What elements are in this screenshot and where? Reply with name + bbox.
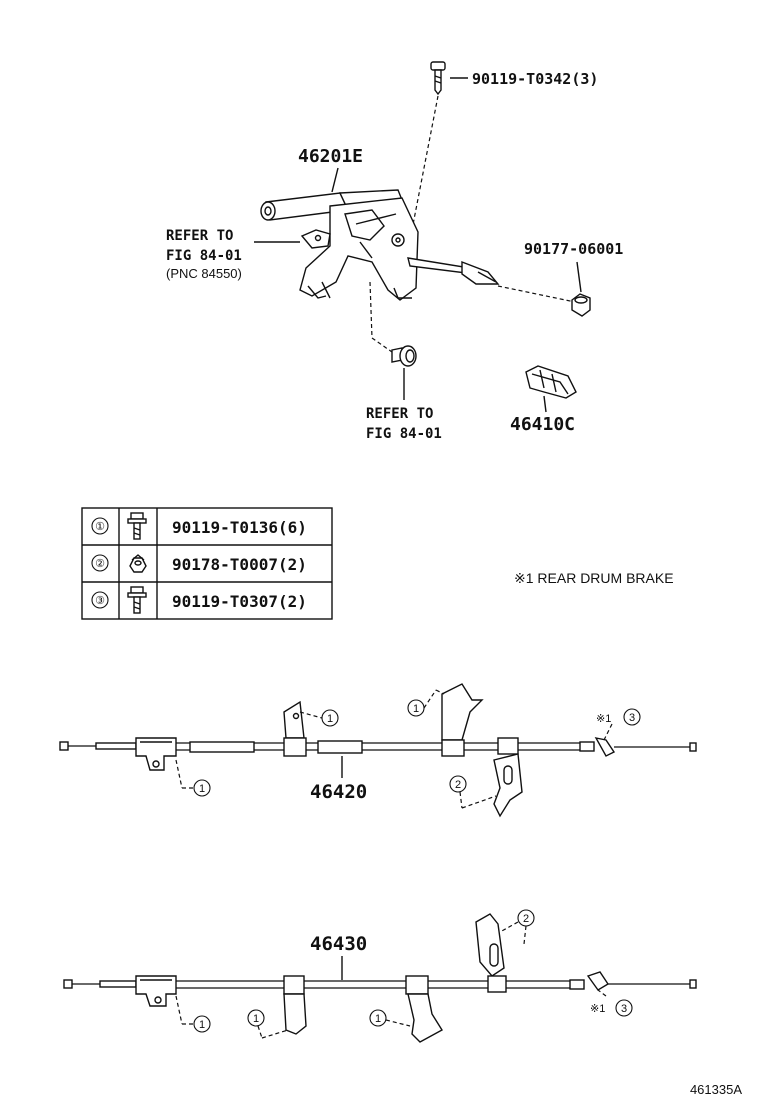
callout-1: 1 [327,713,333,725]
label-bolt-top: 90119-T0342(3) [472,70,598,88]
label-cable-rear: 46430 [310,933,367,955]
callout-1: 1 [253,1013,259,1025]
label-refer-bottom-2: FIG 84-01 [366,426,442,442]
label-refer-top-2: FIG 84-01 [166,248,242,264]
callout-star-1: ※1 [590,1003,605,1015]
label-refer-top-3: (PNC 84550) [166,266,242,281]
table-part-2: 90178-T0007(2) [172,555,307,574]
note-rear-drum: ※1 REAR DRUM BRAKE [514,570,674,586]
callout-1: 1 [199,783,205,795]
label-refer-top-1: REFER TO [166,228,233,244]
callout-1: 1 [375,1013,381,1025]
parking-brake-lever [260,189,500,301]
callout-3: 3 [629,712,635,724]
label-refer-bottom-1: REFER TO [366,406,433,422]
callout-2: 2 [455,779,461,791]
cable-clamp [525,365,577,399]
callout-2: 2 [523,913,529,925]
table-ref-3: ③ [95,595,105,607]
flange-nut [571,293,591,317]
cable-46420 [59,683,697,818]
cable-46430 [63,913,697,1043]
callout-1: 1 [413,703,419,715]
table-ref-2: ② [95,558,105,570]
bolt-icon [127,512,147,540]
bolt-icon [127,586,147,614]
top-bolt [430,61,446,96]
fastener-table: ① 90119-T0136(6) ② 90178-T0007(2) ③ 9 [81,507,333,620]
lower-bolt [391,345,417,367]
label-lever: 46201E [298,146,363,167]
label-clamp: 46410C [510,414,575,435]
callout-star-1: ※1 [596,713,611,725]
nut-icon [129,554,147,573]
label-nut: 90177-06001 [524,240,623,258]
label-cable-front: 46420 [310,781,367,803]
table-part-3: 90119-T0307(2) [172,592,307,611]
figure-id: 461335A [690,1082,742,1097]
callout-3: 3 [621,1003,627,1015]
callout-1: 1 [199,1019,205,1031]
table-part-1: 90119-T0136(6) [172,518,307,537]
table-ref-1: ① [95,521,105,533]
